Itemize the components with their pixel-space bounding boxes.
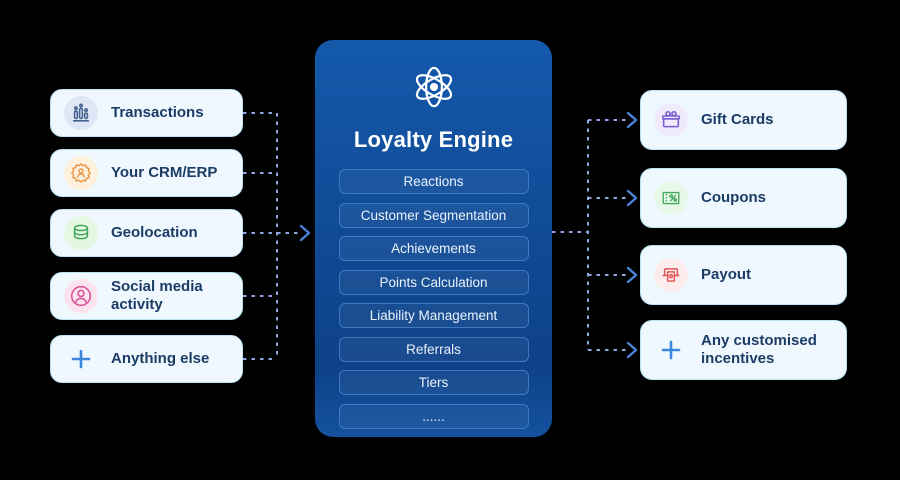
engine-feature: Tiers: [338, 370, 529, 395]
input-label: Your CRM/ERP: [111, 164, 218, 181]
input-label: Social media activity: [111, 278, 203, 313]
input-card-transactions: Transactions: [50, 89, 243, 137]
output-label: Any customised incentives: [701, 332, 817, 367]
arrowhead-gift-cards: [626, 111, 638, 129]
payout-icon: [654, 258, 688, 292]
engine-title: Loyalty Engine: [353, 127, 514, 152]
input-card-anything-else: Anything else: [50, 335, 243, 383]
output-card-payout: Payout: [640, 245, 847, 305]
output-label: Gift Cards: [701, 111, 774, 128]
input-card-geolocation: Geolocation: [50, 209, 243, 257]
engine-feature: Points Calculation: [338, 269, 529, 295]
engine-feature: Customer Segmentation: [338, 202, 529, 228]
arrowhead-coupons: [626, 189, 638, 207]
crm-badge-icon: [64, 156, 98, 190]
engine-feature-list: Reactions Customer Segmentation Achievem…: [338, 169, 529, 429]
output-label: Payout: [701, 266, 752, 283]
arrowhead-into-engine: [299, 224, 311, 242]
gift-icon: [654, 103, 688, 137]
engine-feature: Achievements: [338, 236, 529, 261]
plus-icon: [654, 333, 688, 367]
arrowhead-payout: [626, 266, 638, 284]
input-label: Transactions: [111, 104, 204, 121]
coupon-icon: [654, 181, 688, 215]
output-card-coupons: Coupons: [640, 168, 847, 228]
engine-feature-ellipsis: ......: [338, 403, 529, 429]
person-circle-icon: [64, 279, 98, 313]
arrowhead-incentives: [626, 341, 638, 359]
engine-feature: Referrals: [338, 336, 529, 362]
loyalty-engine-card: Loyalty Engine Reactions Customer Segmen…: [315, 40, 552, 437]
plus-icon: [64, 342, 98, 376]
output-card-custom-incentives: Any customised incentives: [640, 320, 847, 380]
output-card-gift-cards: Gift Cards: [640, 90, 847, 150]
engine-feature: Liability Management: [338, 303, 529, 328]
output-label: Coupons: [701, 189, 766, 206]
input-card-crm-erp: Your CRM/ERP: [50, 149, 243, 197]
bar-chart-icon: [64, 96, 98, 130]
input-label: Geolocation: [111, 224, 198, 241]
atom-icon: [407, 60, 461, 119]
engine-feature: Reactions: [338, 169, 529, 194]
database-icon: [64, 216, 98, 250]
input-label: Anything else: [111, 350, 210, 367]
input-card-social-media: Social media activity: [50, 272, 243, 320]
